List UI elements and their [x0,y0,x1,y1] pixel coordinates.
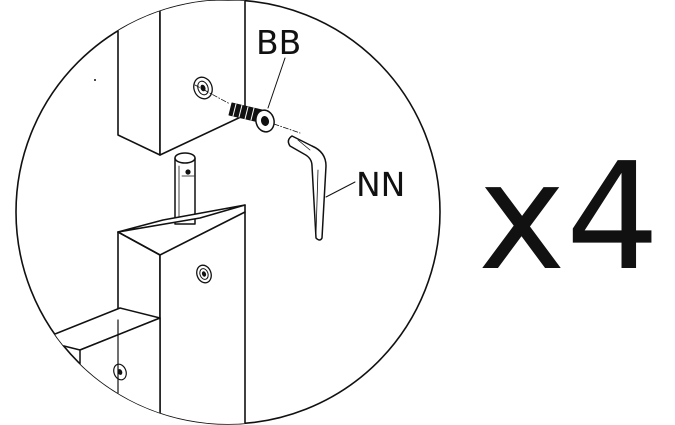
key-label: NN [356,165,405,204]
quantity-label: x4 [478,131,660,303]
bolt [228,102,275,133]
connector-pin [174,152,196,225]
hex-key [287,135,327,241]
bolt-leader-line [267,57,286,109]
upper-leg [117,0,246,156]
upper-bolt-hole [193,76,213,100]
key-leader-line [325,181,356,198]
lower-bolt-hole [196,264,212,284]
bolt-label: BB [256,23,301,62]
crossbar-bolt-hole [113,363,127,381]
